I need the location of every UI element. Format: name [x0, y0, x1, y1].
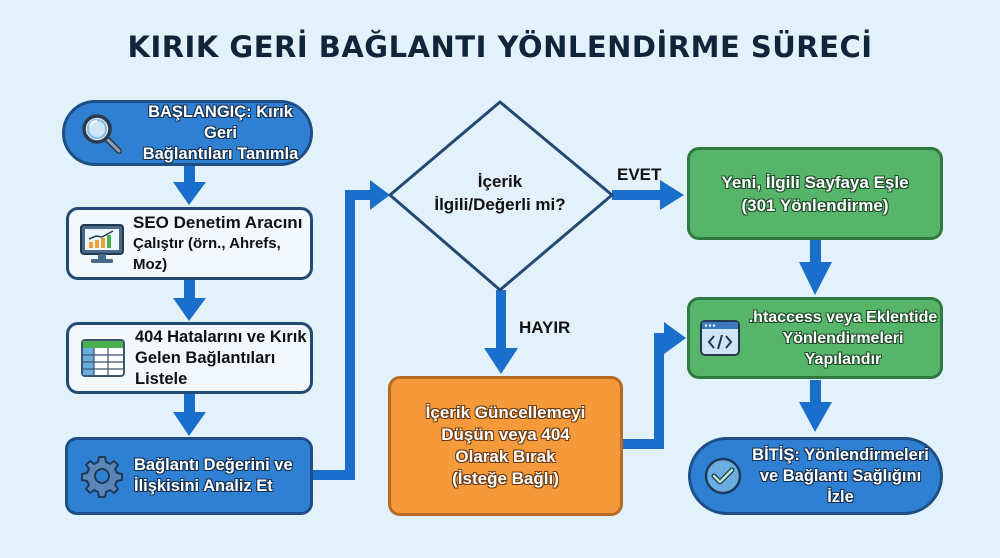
- analyze-node-line1: Bağlantı Değerini ve: [134, 456, 293, 474]
- end-node: BİTİŞ: Yönlendirmeleri ve Bağlantı Sağlı…: [688, 437, 943, 515]
- spreadsheet-icon: [81, 339, 125, 377]
- decision-line2: İlgili/Değerli mi?: [434, 195, 566, 214]
- audit-node: SEO Denetim Aracını Çalıştır (örn., Ahre…: [66, 207, 313, 280]
- analyze-node: Bağlantı Değerini ve İlişkisini Analiz E…: [65, 437, 313, 515]
- update-node-line1: İçerik Güncellemeyi: [425, 403, 586, 422]
- checkmark-icon: [704, 457, 742, 495]
- update-node-line2: Düşün veya 404: [441, 425, 570, 444]
- end-node-line1: BİTİŞ: Yönlendirmeleri: [752, 445, 929, 464]
- magnifier-icon: [82, 114, 122, 154]
- update-node: İçerik Güncellemeyi Düşün veya 404 Olara…: [388, 376, 623, 516]
- configure-node-line2: Yönlendirmeleri Yapılandır: [782, 329, 904, 368]
- page-title: KIRIK GERİ BAĞLANTI YÖNLENDİRME SÜRECİ: [127, 30, 873, 64]
- audit-node-line2: Çalıştır (örn., Ahrefs, Moz): [133, 235, 281, 273]
- gear-icon: [81, 456, 123, 498]
- configure-node: .htaccess veya Eklentide Yönlendirmeleri…: [687, 297, 943, 379]
- map-node-line2: (301 Yönlendirme): [741, 195, 889, 215]
- start-node: BAŞLANGIÇ: Kırık Geri Bağlantıları Tanım…: [62, 100, 313, 166]
- analyze-node-line2: İlişkisini Analiz Et: [134, 477, 273, 495]
- code-window-icon: [700, 320, 740, 356]
- list-node-line2: Gelen Bağlantıları Listele: [135, 348, 276, 388]
- no-label: HAYIR: [519, 318, 571, 337]
- list-node-line1: 404 Hatalarını ve Kırık: [135, 327, 307, 346]
- map-node: Yeni, İlgili Sayfaya Eşle (301 Yönlendir…: [687, 147, 943, 240]
- map-node-line1: Yeni, İlgili Sayfaya Eşle: [721, 172, 909, 192]
- monitor-chart-icon: [80, 223, 124, 263]
- decision-node: İçerik İlgili/Değerli mi?: [400, 170, 600, 216]
- start-node-line2: Bağlantıları Tanımla: [142, 144, 299, 163]
- configure-node-line1: .htaccess veya Eklentide: [748, 308, 938, 326]
- update-node-line4: (İsteğe Bağlı): [452, 469, 559, 488]
- list-node: 404 Hatalarını ve Kırık Gelen Bağlantıla…: [66, 322, 313, 394]
- start-node-line1: BAŞLANGIÇ: Kırık Geri: [148, 102, 293, 142]
- audit-node-line1: SEO Denetim Aracını: [133, 213, 303, 232]
- end-node-line3: İzle: [827, 487, 854, 506]
- decision-diamond: [388, 100, 614, 292]
- yes-label: EVET: [617, 165, 662, 184]
- end-node-line2: ve Bağlantı Sağlığını: [759, 466, 922, 485]
- update-node-line3: Olarak Bırak: [455, 447, 556, 466]
- decision-line1: İçerik: [477, 172, 523, 191]
